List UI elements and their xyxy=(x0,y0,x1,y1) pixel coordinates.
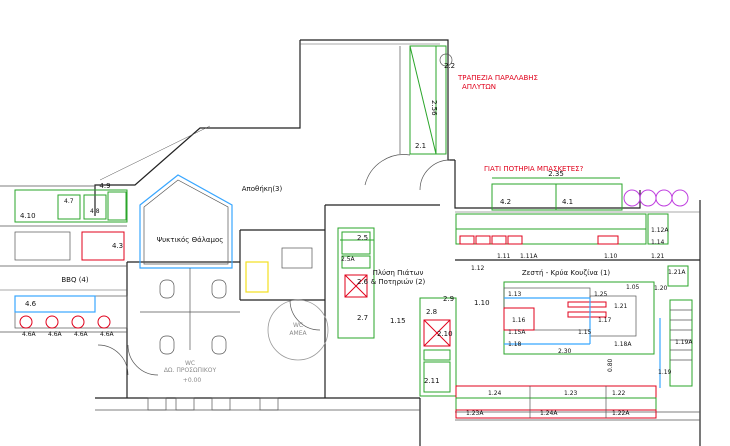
code-2-10: 2.10 xyxy=(437,330,453,338)
code-2-7: 2.7 xyxy=(357,314,368,322)
code-4-8: 4.8 xyxy=(90,208,100,215)
code-2-5: 2.5 xyxy=(357,234,368,242)
code-2-9: 2.9 xyxy=(443,295,454,303)
code-2-2: 2.2 xyxy=(444,62,455,70)
wc-amea-label2: ΑΜΕΑ xyxy=(289,330,307,337)
yellow-fixture xyxy=(245,261,269,293)
code-1-13: 1.13 xyxy=(508,291,522,298)
code-1-12a: 1.12A xyxy=(651,227,669,234)
dish-wash-area xyxy=(337,227,457,397)
code-4-2: 4.2 xyxy=(500,198,511,206)
code-4-6a-2: 4.6A xyxy=(48,331,63,338)
pass-table-area xyxy=(364,45,453,191)
code-1-19: 1.19 xyxy=(658,369,672,376)
kitchen-bottom-counters xyxy=(455,385,657,419)
code-1-14: 1.14 xyxy=(651,239,665,246)
cold-room-label: Ψυκτικός Θάλαμος xyxy=(157,236,224,244)
code-1-21: 1.21 xyxy=(614,303,628,310)
code-4-6a-3: 4.6A xyxy=(74,331,89,338)
code-1-20: 1.20 xyxy=(654,285,668,292)
code-1-21a: 1.21A xyxy=(668,269,686,276)
pass-table-note2: ΑΠΛΥΤΩΝ xyxy=(462,83,496,91)
building-walls xyxy=(0,39,701,446)
dim-1-15: 1.15 xyxy=(390,317,406,325)
code-1-25: 1.25 xyxy=(594,291,608,298)
code-4-3: 4.3 xyxy=(112,242,123,250)
code-1-24: 1.24 xyxy=(488,390,502,397)
dim-1-05: 1.05 xyxy=(626,284,640,291)
cold-room-inner xyxy=(143,179,229,265)
sink-fixture xyxy=(281,247,313,269)
code-4-10: 4.10 xyxy=(20,212,36,220)
code-1-24a: 1.24A xyxy=(540,410,558,417)
why-glasses-note: ΓΙΑΤΙ ΠΟΤΗΡΙΑ ΜΠΑΣΚΕΤΕΣ? xyxy=(484,165,584,173)
glass-rack-area xyxy=(491,177,689,211)
code-1-12: 1.12 xyxy=(471,265,485,272)
code-2-5a: 2.5A xyxy=(341,256,356,263)
code-2-6: 2.6 xyxy=(357,278,369,286)
code-1-18: 1.18 xyxy=(508,341,522,348)
wc-amea-door-swing xyxy=(289,299,321,331)
wc-staff-label1: WC xyxy=(185,360,195,367)
code-1-23: 1.23 xyxy=(564,390,578,397)
wall-hatching xyxy=(0,43,700,291)
dim-1-10: 1.10 xyxy=(474,299,490,307)
dish-wash-label1: Πλύση Πιάτων xyxy=(373,269,424,277)
kitchen-top-counter xyxy=(455,213,689,287)
kitchen-island xyxy=(503,281,693,388)
code-2-1: 2.1 xyxy=(415,142,426,150)
code-4-7: 4.7 xyxy=(64,198,74,205)
code-1-11a: 1.11A xyxy=(520,253,538,260)
cold-room-outline xyxy=(139,174,233,269)
dim-2-30: 2.30 xyxy=(558,348,572,355)
wc-staff-label2: ΔΩ. ΠΡΟΣΩΠΙΚΟΥ xyxy=(164,367,217,374)
code-1-16: 1.16 xyxy=(512,317,526,324)
code-4-6a-4: 4.6A xyxy=(100,331,115,338)
dim-0-80: 0.80 xyxy=(607,358,614,372)
code-1-22: 1.22 xyxy=(612,390,626,397)
wc-amea-label1: WC xyxy=(293,322,303,329)
level-marker: +0.00 xyxy=(183,377,202,384)
kitchen-label: Ζεστή - Κρύα Κουζίνα (1) xyxy=(522,269,611,277)
wc-amea-turning-circle xyxy=(267,299,329,361)
code-1-10: 1.10 xyxy=(604,253,618,260)
pass-table-note1: ΤΡΑΠΕΖΙΑ ΠΑΡΑΛΑΒΗΣ xyxy=(457,74,538,82)
code-1-15: 1.15 xyxy=(578,329,592,336)
storage-label: Αποθήκη(3) xyxy=(242,185,283,193)
code-4-6: 4.6 xyxy=(25,300,37,308)
code-1-11: 1.11 xyxy=(497,253,511,260)
code-1-17: 1.17 xyxy=(598,317,612,324)
dim-2-56: 2.56 xyxy=(430,100,438,116)
code-4-1: 4.1 xyxy=(562,198,573,206)
code-4-9: 4.9 xyxy=(99,182,110,190)
code-1-18a: 1.18A xyxy=(614,341,632,348)
bbq-area xyxy=(14,189,128,329)
code-1-19a: 1.19A xyxy=(675,339,693,346)
code-1-23a: 1.23A xyxy=(466,410,484,417)
dish-wash-label2: & Ποτηριών (2) xyxy=(371,278,426,286)
code-2-8: 2.8 xyxy=(426,308,437,316)
code-4-6a-1: 4.6A xyxy=(22,331,37,338)
code-1-21-top: 1.21 xyxy=(651,253,665,260)
code-1-22a: 1.22A xyxy=(612,410,630,417)
dim-2-35: 2.35 xyxy=(548,170,564,178)
wc-stalls xyxy=(97,268,279,411)
code-2-11: 2.11 xyxy=(424,377,440,385)
bbq-label: BBQ (4) xyxy=(61,276,89,284)
code-1-15a: 1.15A xyxy=(508,329,526,336)
